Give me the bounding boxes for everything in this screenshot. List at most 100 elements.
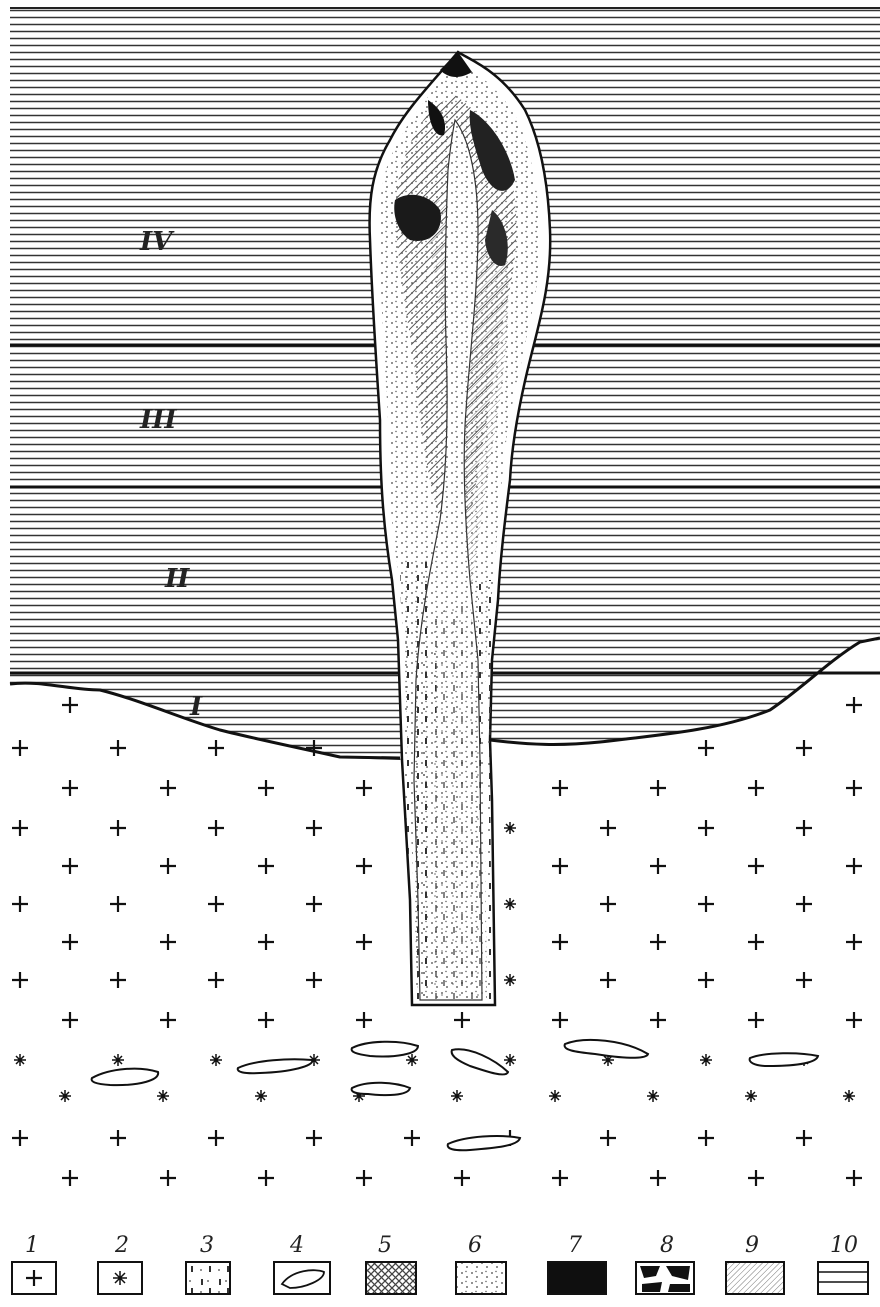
- plus-mark: [356, 780, 372, 796]
- legend-number-10: 10: [830, 1233, 858, 1258]
- plus-mark: [846, 1012, 862, 1028]
- asterisk-mark: [504, 1054, 516, 1066]
- plus-mark: [600, 896, 616, 912]
- plus-mark: [12, 820, 28, 836]
- solid-black-icon: [548, 1262, 606, 1294]
- plus-mark: [258, 1012, 274, 1028]
- plus-mark: [552, 858, 568, 874]
- plus-mark: [208, 896, 224, 912]
- asterisk-mark: [112, 1054, 124, 1066]
- plus-mark: [356, 858, 372, 874]
- legend: 1 2 3 4 5 6 7 8 9 10: [12, 1233, 868, 1294]
- asterisk-mark: [843, 1090, 855, 1102]
- asterisk-mark: [157, 1090, 169, 1102]
- plus-mark: [846, 697, 862, 713]
- plus-mark: [698, 740, 714, 756]
- asterisk-mark: [647, 1090, 659, 1102]
- plus-mark: [258, 1170, 274, 1186]
- plus-mark: [160, 780, 176, 796]
- unit-label-ii: II: [164, 564, 190, 594]
- plus-mark: [600, 820, 616, 836]
- plus-mark: [258, 858, 274, 874]
- asterisk-mark: [504, 898, 516, 910]
- plus-mark: [600, 972, 616, 988]
- plus-mark: [110, 972, 126, 988]
- asterisk-mark: [504, 974, 516, 986]
- plus-mark: [110, 1130, 126, 1146]
- plus-mark: [552, 780, 568, 796]
- legend-number-5: 5: [378, 1233, 392, 1258]
- plus-mark: [62, 858, 78, 874]
- plus-mark: [846, 858, 862, 874]
- plus-mark: [748, 1012, 764, 1028]
- plus-mark: [698, 896, 714, 912]
- plus-mark: [208, 820, 224, 836]
- plus-mark: [796, 820, 812, 836]
- plus-mark: [846, 1170, 862, 1186]
- plus-mark: [62, 780, 78, 796]
- plus-mark: [12, 896, 28, 912]
- plus-mark: [600, 1130, 616, 1146]
- plus-mark: [160, 934, 176, 950]
- plus-mark: [748, 858, 764, 874]
- plus-mark: [748, 1170, 764, 1186]
- asterisk-mark: [59, 1090, 71, 1102]
- asterisk-mark: [451, 1090, 463, 1102]
- plus-mark: [258, 780, 274, 796]
- unit-label-iv: IV: [139, 227, 175, 257]
- asterisk-pattern-icon: [98, 1262, 142, 1294]
- plus-mark: [62, 1012, 78, 1028]
- plus-pattern-icon: [12, 1262, 56, 1294]
- plus-mark: [454, 1170, 470, 1186]
- plus-mark: [12, 1130, 28, 1146]
- legend-number-3: 3: [200, 1233, 214, 1258]
- unit-label-i: I: [189, 692, 203, 722]
- plus-mark: [698, 972, 714, 988]
- plus-mark: [12, 740, 28, 756]
- legend-number-1: 1: [25, 1233, 39, 1258]
- fine-hatch-icon: [726, 1262, 784, 1294]
- plus-mark: [306, 820, 322, 836]
- plus-mark: [62, 934, 78, 950]
- asterisk-mark: [700, 1054, 712, 1066]
- plus-mark: [356, 934, 372, 950]
- black-fragments-icon: [636, 1262, 694, 1294]
- plus-mark: [698, 1130, 714, 1146]
- stipple-icon: [456, 1262, 506, 1294]
- plus-mark: [846, 934, 862, 950]
- asterisk-mark: [14, 1054, 26, 1066]
- asterisk-mark: [255, 1090, 267, 1102]
- plus-mark: [404, 1130, 420, 1146]
- plus-mark: [208, 740, 224, 756]
- asterisk-mark: [549, 1090, 561, 1102]
- plus-mark: [110, 740, 126, 756]
- plus-mark: [846, 780, 862, 796]
- asterisk-mark: [406, 1054, 418, 1066]
- plus-mark: [306, 972, 322, 988]
- horizontal-lines-icon: [818, 1262, 868, 1294]
- plus-mark: [796, 740, 812, 756]
- plus-mark: [306, 1130, 322, 1146]
- plus-mark: [62, 697, 78, 713]
- legend-number-9: 9: [745, 1233, 759, 1258]
- plus-mark: [650, 1012, 666, 1028]
- plus-mark: [796, 896, 812, 912]
- plus-mark: [110, 820, 126, 836]
- plus-mark: [208, 972, 224, 988]
- plus-mark: [796, 972, 812, 988]
- crosshatch-icon: [366, 1262, 416, 1294]
- dashed-breccia-icon: [186, 1262, 230, 1294]
- plus-mark: [258, 934, 274, 950]
- legend-number-6: 6: [468, 1233, 482, 1258]
- plus-mark: [454, 1012, 470, 1028]
- legend-number-7: 7: [568, 1233, 582, 1258]
- plus-mark: [552, 1012, 568, 1028]
- plus-mark: [552, 1170, 568, 1186]
- plus-mark: [698, 820, 714, 836]
- asterisk-mark: [745, 1090, 757, 1102]
- plus-mark: [650, 1170, 666, 1186]
- plus-mark: [62, 1170, 78, 1186]
- plus-mark: [110, 896, 126, 912]
- plus-mark: [796, 1130, 812, 1146]
